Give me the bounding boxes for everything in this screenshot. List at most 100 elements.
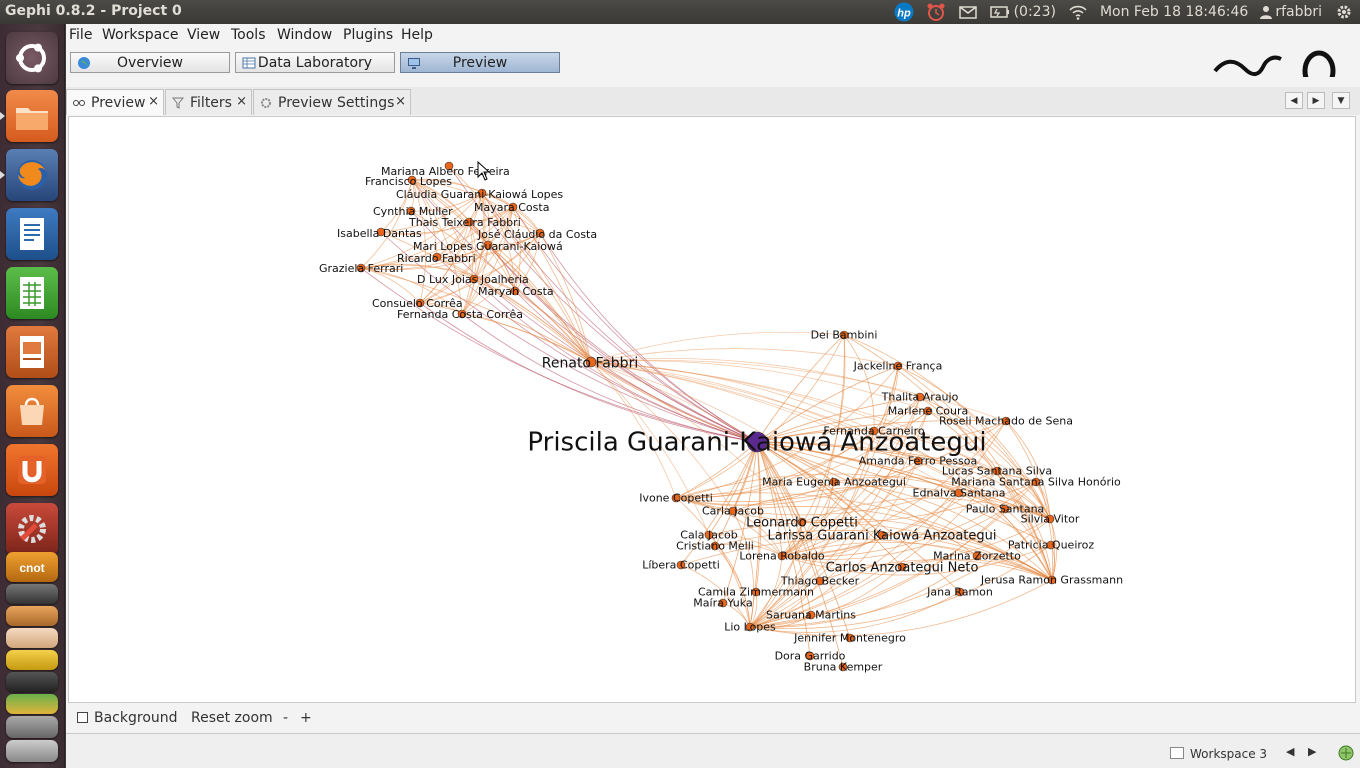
background-checkbox[interactable]	[77, 712, 88, 723]
graph-node-leonardo[interactable]	[797, 517, 807, 527]
app-icon-stacked[interactable]	[6, 606, 58, 626]
graph-node-maria_eugenia[interactable]	[829, 477, 839, 487]
graph-node-francisco[interactable]	[407, 175, 417, 185]
graph-node-patricia[interactable]	[1046, 540, 1056, 550]
graph-node-bruna[interactable]	[838, 662, 848, 672]
graph-node-lucas[interactable]	[992, 466, 1002, 476]
graph-node-jose[interactable]	[535, 228, 545, 238]
dash-home-icon[interactable]	[6, 32, 58, 84]
files-icon[interactable]	[6, 90, 58, 142]
session-gear-icon[interactable]	[1334, 2, 1354, 22]
graph-node-saruana[interactable]	[806, 610, 816, 620]
firefox-icon[interactable]	[6, 149, 58, 201]
libreoffice-calc-icon[interactable]	[6, 267, 58, 319]
graph-node-marlene[interactable]	[923, 406, 933, 416]
graph-node-mariana_albero[interactable]	[444, 161, 454, 171]
graph-node-camila[interactable]	[751, 587, 761, 597]
terminal-icon[interactable]	[6, 584, 58, 604]
menu-file[interactable]: File	[69, 27, 93, 43]
scroll-tabs-right-button[interactable]: ▶	[1307, 92, 1325, 109]
graph-node-graziela[interactable]	[356, 263, 366, 273]
graph-node-paulo[interactable]	[1000, 504, 1010, 514]
graph-node-ricardo[interactable]	[432, 252, 442, 262]
graph-node-silvia[interactable]	[1045, 514, 1055, 524]
menu-window[interactable]: Window	[277, 27, 333, 43]
ubuntu-one-icon[interactable]	[6, 444, 58, 496]
app-icon-stacked[interactable]: cnot	[6, 552, 58, 582]
mail-icon[interactable]	[958, 2, 978, 22]
graph-node-isabella[interactable]	[376, 227, 386, 237]
app-icon-stacked[interactable]	[6, 716, 58, 738]
prev-workspace-button[interactable]: ◀	[1286, 745, 1295, 758]
graph-node-cynthia[interactable]	[406, 206, 416, 216]
graph-node-cristiano[interactable]	[710, 541, 720, 551]
graph-node-consuelo[interactable]	[415, 298, 425, 308]
network-status-icon[interactable]	[1338, 745, 1354, 761]
graph-node-jennifer[interactable]	[845, 633, 855, 643]
menu-help[interactable]: Help	[401, 27, 433, 43]
tab-preview-settings[interactable]: Preview Settings ×	[253, 89, 411, 115]
graph-node-dei[interactable]	[839, 330, 849, 340]
zoom-out-button[interactable]: -	[283, 710, 289, 726]
graph-node-maira[interactable]	[718, 598, 728, 608]
battery-indicator[interactable]: (0:23)	[989, 4, 1056, 20]
graph-node-larissa[interactable]	[877, 530, 887, 540]
close-icon[interactable]: ×	[395, 94, 406, 109]
hp-icon[interactable]: hp	[894, 2, 914, 22]
graph-node-jana[interactable]	[955, 587, 965, 597]
scroll-tabs-left-button[interactable]: ◀	[1285, 92, 1303, 109]
tab-list-dropdown-button[interactable]: ▼	[1332, 92, 1350, 109]
zoom-in-button[interactable]: +	[300, 710, 312, 726]
next-workspace-button[interactable]: ▶	[1308, 745, 1317, 758]
graph-node-thalita[interactable]	[915, 392, 925, 402]
libreoffice-impress-icon[interactable]	[6, 326, 58, 378]
wifi-icon[interactable]	[1068, 2, 1088, 22]
app-icon-stacked[interactable]	[6, 672, 58, 692]
graph-node-amanda[interactable]	[913, 456, 923, 466]
menu-workspace[interactable]: Workspace	[102, 27, 179, 43]
user-menu[interactable]: rfabbri	[1260, 4, 1322, 20]
trash-icon[interactable]	[6, 740, 58, 762]
graph-node-marina[interactable]	[972, 551, 982, 561]
graph-node-dlux[interactable]	[469, 274, 479, 284]
graph-node-cala[interactable]	[704, 530, 714, 540]
alarm-clock-icon[interactable]	[926, 2, 946, 22]
close-icon[interactable]: ×	[236, 94, 247, 109]
graph-node-thais[interactable]	[464, 217, 474, 227]
graph-node-jackeline[interactable]	[893, 361, 903, 371]
graph-node-claudia[interactable]	[477, 188, 487, 198]
graph-node-carlos[interactable]	[897, 562, 907, 572]
libreoffice-writer-icon[interactable]	[6, 208, 58, 260]
graph-node-carla[interactable]	[728, 506, 738, 516]
tab-filters[interactable]: Filters ×	[165, 89, 252, 115]
preview-button[interactable]: Preview	[400, 52, 560, 73]
system-settings-icon[interactable]	[6, 503, 58, 555]
menu-plugins[interactable]: Plugins	[343, 27, 394, 43]
graph-node-jerusa[interactable]	[1047, 575, 1057, 585]
graph-node-fernanda_carneiro[interactable]	[869, 426, 879, 436]
graph-node-lorena[interactable]	[777, 551, 787, 561]
graph-node-mariana_santana[interactable]	[1031, 477, 1041, 487]
software-center-icon[interactable]	[6, 385, 58, 437]
graph-node-priscila[interactable]	[746, 431, 768, 453]
graph-node-roseli[interactable]	[1001, 416, 1011, 426]
tab-preview[interactable]: Preview ×	[66, 89, 164, 115]
reset-zoom-button[interactable]: Reset zoom	[191, 710, 273, 726]
graph-node-ednalva[interactable]	[954, 488, 964, 498]
graph-node-lio[interactable]	[745, 622, 755, 632]
data-laboratory-button[interactable]: Data Laboratory	[235, 52, 395, 73]
menu-tools[interactable]: Tools	[231, 27, 266, 43]
graph-node-renato[interactable]	[585, 356, 597, 368]
graph-node-dora[interactable]	[805, 651, 815, 661]
graph-node-libera[interactable]	[676, 560, 686, 570]
app-icon-stacked[interactable]	[6, 650, 58, 670]
graph-node-mayara[interactable]	[508, 202, 518, 212]
graph-node-thiago[interactable]	[815, 576, 825, 586]
graph-node-fernanda_costa[interactable]	[457, 309, 467, 319]
overview-button[interactable]: Overview	[70, 52, 230, 73]
workspace-label[interactable]: Workspace 3	[1190, 747, 1268, 761]
close-icon[interactable]: ×	[148, 94, 159, 109]
app-icon-stacked[interactable]	[6, 628, 58, 648]
graph-node-mari[interactable]	[483, 240, 493, 250]
